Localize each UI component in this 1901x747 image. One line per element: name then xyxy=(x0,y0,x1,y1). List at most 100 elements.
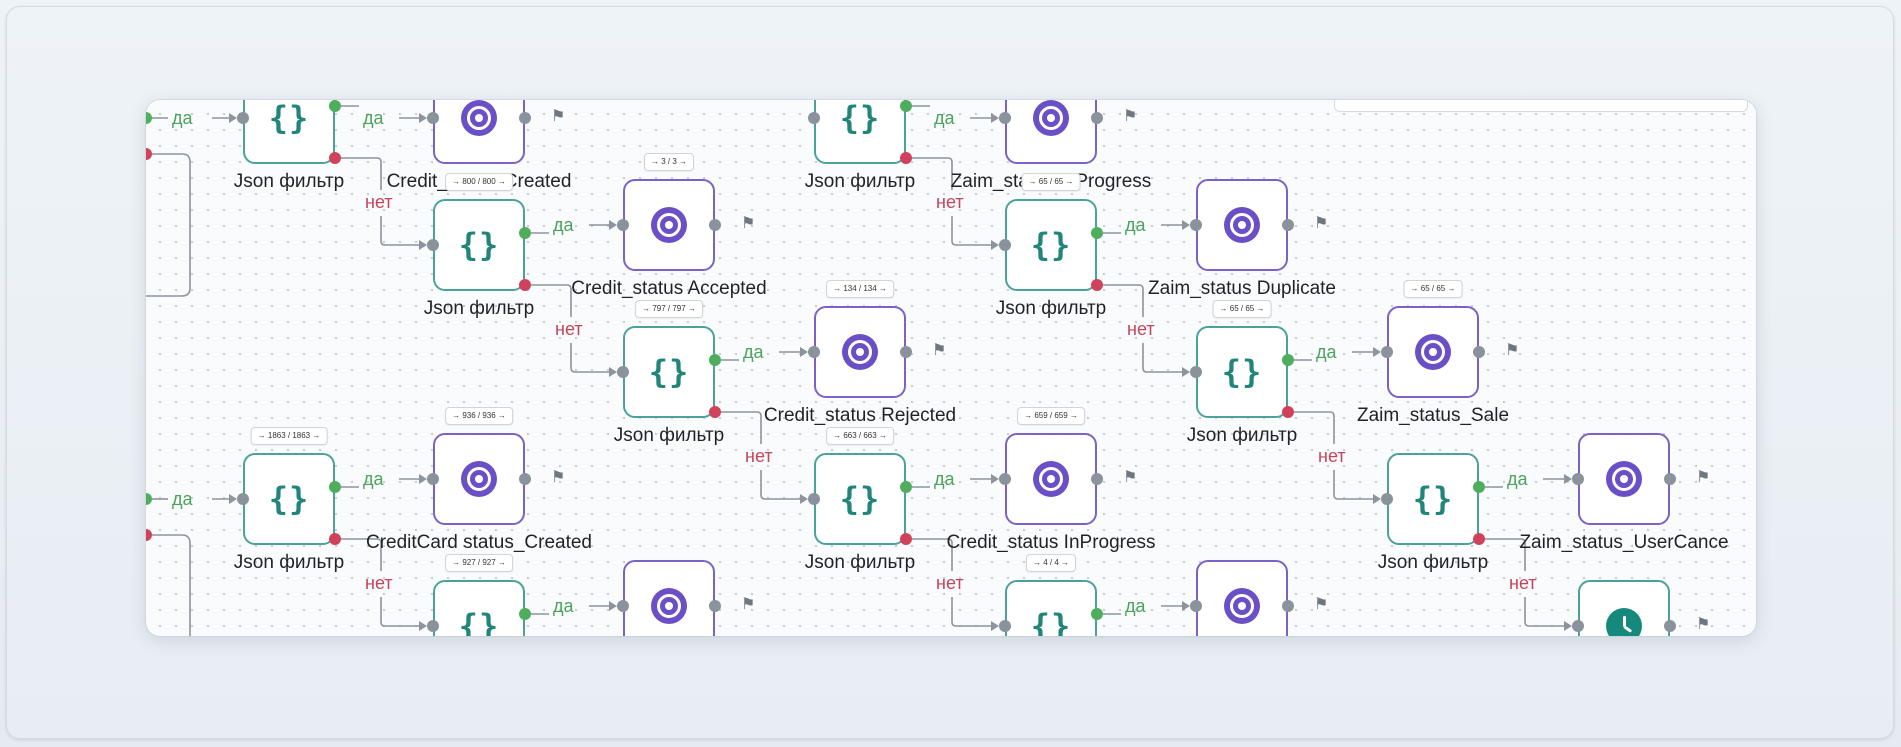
json-filter-node[interactable]: {} xyxy=(1387,453,1479,545)
no-edge-end xyxy=(380,216,425,246)
no-output-port[interactable] xyxy=(329,533,341,545)
no-output-port[interactable] xyxy=(900,152,912,164)
no-output-port[interactable] xyxy=(519,279,531,291)
target-node[interactable] xyxy=(1387,306,1479,398)
input-port[interactable] xyxy=(999,620,1011,632)
output-port[interactable] xyxy=(1091,112,1103,124)
input-port[interactable] xyxy=(1190,219,1202,231)
finish-flag-icon[interactable]: ⚑ xyxy=(1696,616,1711,633)
input-port[interactable] xyxy=(999,112,1011,124)
json-filter-node[interactable]: {} xyxy=(243,453,335,545)
yes-output-port[interactable] xyxy=(1091,227,1103,239)
input-port[interactable] xyxy=(427,473,439,485)
finish-flag-icon[interactable]: ⚑ xyxy=(1314,596,1329,613)
finish-flag-icon[interactable]: ⚑ xyxy=(1123,108,1138,125)
finish-flag-icon[interactable]: ⚑ xyxy=(741,596,756,613)
yes-output-port[interactable] xyxy=(329,481,341,493)
output-port[interactable] xyxy=(900,346,912,358)
target-node[interactable] xyxy=(814,306,906,398)
yes-output-port[interactable] xyxy=(146,112,152,124)
target-node[interactable] xyxy=(623,560,715,636)
yes-output-port[interactable] xyxy=(146,493,152,505)
json-filter-node[interactable]: {} xyxy=(814,453,906,545)
arrowhead xyxy=(419,113,427,123)
input-port[interactable] xyxy=(237,112,249,124)
json-filter-node[interactable]: {} xyxy=(433,580,525,636)
output-port[interactable] xyxy=(1091,473,1103,485)
yes-output-port[interactable] xyxy=(709,354,721,366)
no-output-port[interactable] xyxy=(709,406,721,418)
input-port[interactable] xyxy=(1572,620,1584,632)
output-port[interactable] xyxy=(1282,219,1294,231)
no-output-port[interactable] xyxy=(146,529,152,541)
finish-flag-icon[interactable]: ⚑ xyxy=(1314,215,1329,232)
finish-flag-icon[interactable]: ⚑ xyxy=(551,469,566,486)
no-output-port[interactable] xyxy=(900,533,912,545)
input-port[interactable] xyxy=(1381,346,1393,358)
json-filter-node[interactable]: {} xyxy=(1196,326,1288,418)
json-filter-node[interactable]: {} xyxy=(623,326,715,418)
node-label: Credit_status Accepted xyxy=(571,278,767,299)
json-filter-node[interactable]: {} xyxy=(814,100,906,164)
no-output-port[interactable] xyxy=(146,148,152,160)
input-port[interactable] xyxy=(1381,493,1393,505)
no-output-port[interactable] xyxy=(1091,279,1103,291)
yes-output-port[interactable] xyxy=(900,100,912,112)
input-port[interactable] xyxy=(427,112,439,124)
finish-flag-icon[interactable]: ⚑ xyxy=(932,342,947,359)
yes-output-port[interactable] xyxy=(1282,354,1294,366)
output-port[interactable] xyxy=(519,112,531,124)
input-port[interactable] xyxy=(617,219,629,231)
input-port[interactable] xyxy=(808,346,820,358)
input-port[interactable] xyxy=(808,493,820,505)
target-node[interactable] xyxy=(623,179,715,271)
yes-output-port[interactable] xyxy=(519,227,531,239)
timer-node[interactable] xyxy=(1578,580,1670,636)
input-port[interactable] xyxy=(427,620,439,632)
output-port[interactable] xyxy=(1282,600,1294,612)
finish-flag-icon[interactable]: ⚑ xyxy=(1505,342,1520,359)
output-port[interactable] xyxy=(709,219,721,231)
workflow-canvas[interactable]: {}Json фильтр⚑Credit_status Created{}→ 8… xyxy=(146,100,1756,636)
target-node[interactable] xyxy=(433,433,525,525)
yes-output-port[interactable] xyxy=(519,608,531,620)
output-port[interactable] xyxy=(519,473,531,485)
finish-flag-icon[interactable]: ⚑ xyxy=(1696,469,1711,486)
no-output-port[interactable] xyxy=(1473,533,1485,545)
target-node[interactable] xyxy=(1196,560,1288,636)
input-port[interactable] xyxy=(237,493,249,505)
input-port[interactable] xyxy=(617,600,629,612)
output-port[interactable] xyxy=(1473,346,1485,358)
input-port[interactable] xyxy=(1190,600,1202,612)
finish-flag-icon[interactable]: ⚑ xyxy=(551,108,566,125)
input-port[interactable] xyxy=(427,239,439,251)
target-node[interactable] xyxy=(1005,100,1097,164)
no-output-port[interactable] xyxy=(329,152,341,164)
json-filter-node[interactable]: {} xyxy=(433,199,525,291)
target-node[interactable] xyxy=(1005,433,1097,525)
input-port[interactable] xyxy=(808,112,820,124)
no-edge-end xyxy=(1333,470,1379,500)
target-node[interactable] xyxy=(433,100,525,164)
yes-output-port[interactable] xyxy=(900,481,912,493)
input-port[interactable] xyxy=(1190,366,1202,378)
input-port[interactable] xyxy=(1572,473,1584,485)
json-filter-node[interactable]: {} xyxy=(243,100,335,164)
yes-output-port[interactable] xyxy=(1473,481,1485,493)
output-port[interactable] xyxy=(1664,620,1676,632)
output-port[interactable] xyxy=(1664,473,1676,485)
json-filter-node[interactable]: {} xyxy=(1005,580,1097,636)
target-node[interactable] xyxy=(1196,179,1288,271)
input-port[interactable] xyxy=(999,239,1011,251)
json-filter-node[interactable]: {} xyxy=(1005,199,1097,291)
target-node[interactable] xyxy=(1578,433,1670,525)
yes-output-port[interactable] xyxy=(1091,608,1103,620)
finish-flag-icon[interactable]: ⚑ xyxy=(741,215,756,232)
output-port[interactable] xyxy=(709,600,721,612)
yes-output-port[interactable] xyxy=(329,100,341,112)
input-port[interactable] xyxy=(999,473,1011,485)
no-output-port[interactable] xyxy=(1282,406,1294,418)
input-port[interactable] xyxy=(617,366,629,378)
clock-icon xyxy=(1606,608,1642,636)
finish-flag-icon[interactable]: ⚑ xyxy=(1123,469,1138,486)
